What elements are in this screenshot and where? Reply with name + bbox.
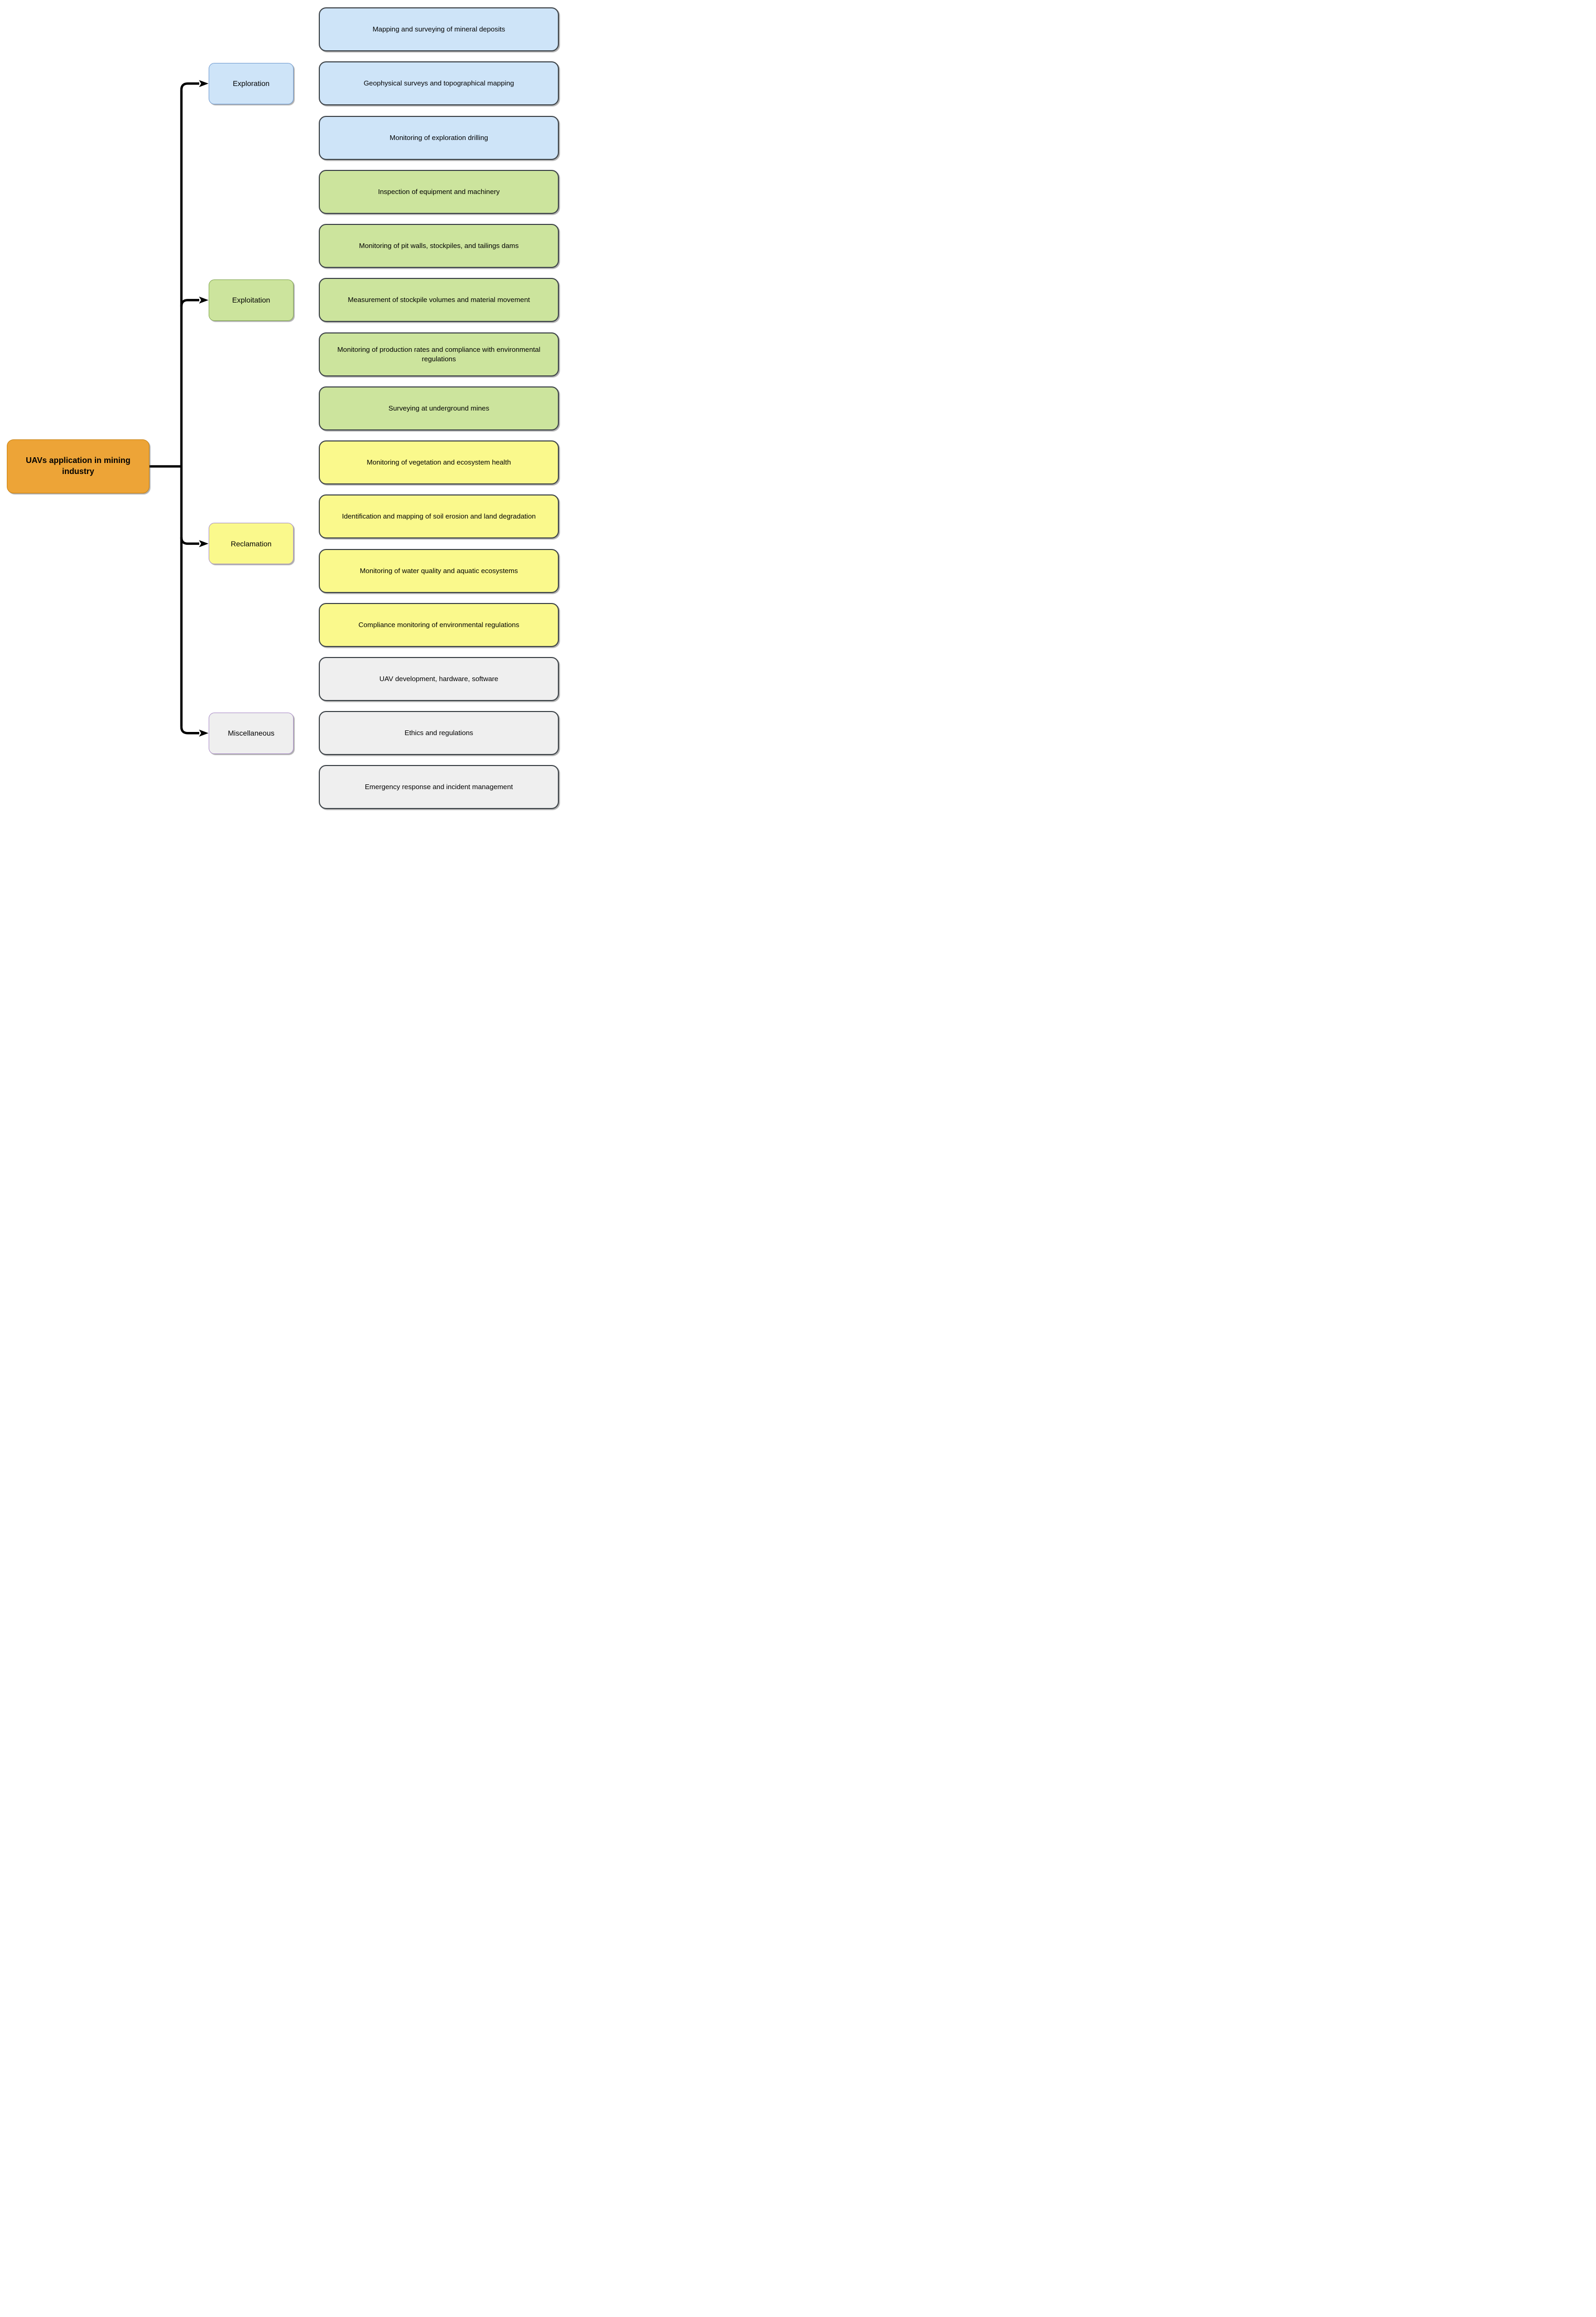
leaf-node: UAV development, hardware, software — [319, 656, 559, 701]
category-node-miscellaneous: Miscellaneous — [209, 712, 294, 754]
leaf-node: Mapping and surveying of mineral deposit… — [319, 7, 559, 52]
leaf-node: Measurement of stockpile volumes and mat… — [319, 278, 559, 322]
leaf-node: Ethics and regulations — [319, 711, 559, 756]
leaf-node: Identification and mapping of soil erosi… — [319, 494, 559, 539]
leaf-node: Surveying at underground mines — [319, 386, 559, 430]
category-node-exploitation: Exploitation — [209, 279, 294, 321]
mindmap-diagram: UAVs application in mining industry Mapp… — [0, 0, 560, 814]
leaf-node: Monitoring of water quality and aquatic … — [319, 548, 559, 593]
root-node: UAVs application in mining industry — [7, 439, 149, 493]
leaf-node: Monitoring of exploration drilling — [319, 115, 559, 160]
leaf-node: Monitoring of vegetation and ecosystem h… — [319, 440, 559, 485]
leaf-node: Geophysical surveys and topographical ma… — [319, 61, 559, 106]
leaf-node: Monitoring of production rates and compl… — [319, 332, 559, 376]
leaf-node: Compliance monitoring of environmental r… — [319, 602, 559, 647]
category-node-reclamation: Reclamation — [209, 523, 294, 565]
leaf-node: Monitoring of pit walls, stockpiles, and… — [319, 224, 559, 268]
category-node-exploration: Exploration — [209, 62, 294, 104]
leaf-node: Emergency response and incident manageme… — [319, 765, 559, 810]
leaf-node: Inspection of equipment and machinery — [319, 169, 559, 214]
